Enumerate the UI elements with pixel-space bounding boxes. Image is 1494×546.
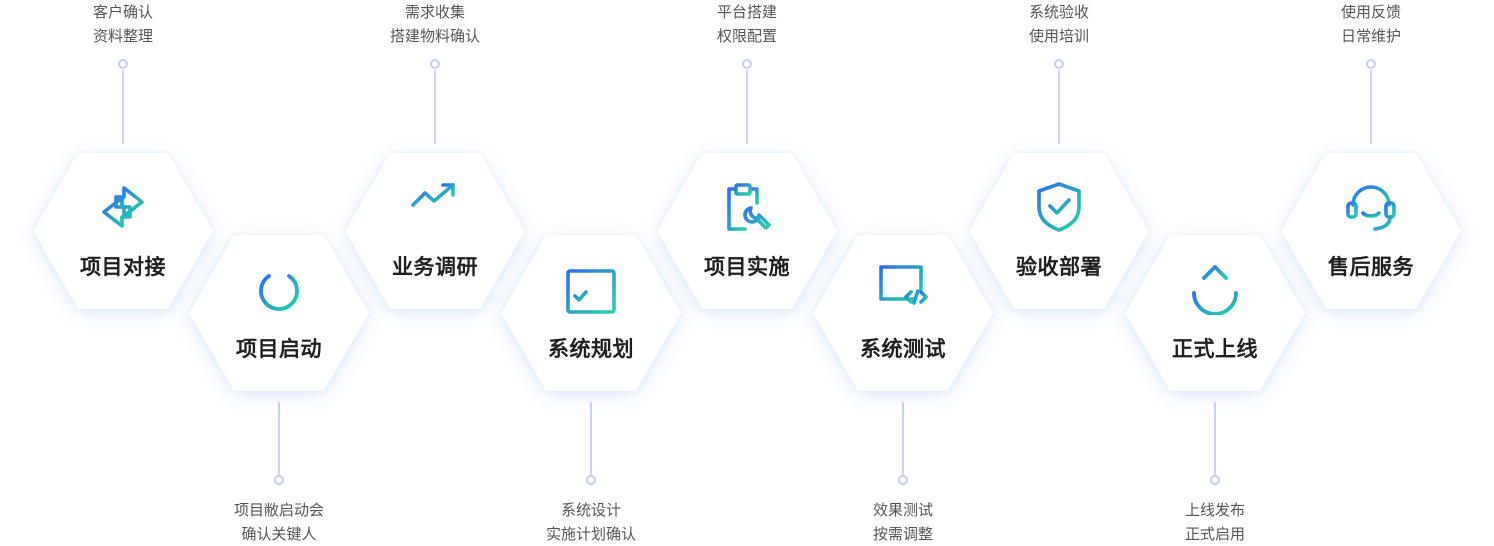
two-way-arrows-icon [97,181,149,233]
step-note: 效果测试 按需调整 [823,498,983,546]
hexagon-background [33,153,213,309]
step-note-line: 资料整理 [92,27,153,45]
connector-dot [586,475,596,485]
connector-dot [430,59,440,69]
step-note: 使用反馈 日常维护 [1291,0,1451,48]
step-note: 上线发布 正式启用 [1135,498,1295,546]
hexagon-background [657,153,837,309]
step-note: 客户确认 资料整理 [43,0,203,48]
step-hexagon: 业务调研 [345,153,525,309]
step-note-line: 系统验收 [1028,3,1089,21]
step-hexagon: 项目启动 [189,235,369,391]
step-hexagon: 售后服务 [1281,153,1461,309]
upload-arrow-icon [1189,263,1241,315]
monitor-code-icon [877,263,929,315]
step-hexagon: 系统测试 [813,235,993,391]
step-note-line: 上线发布 [1184,501,1245,519]
step-note-line: 需求收集 [404,3,465,21]
step-title: 正式上线 [1172,337,1258,361]
step-title: 项目启动 [236,337,322,361]
connector-dot [1210,475,1220,485]
connector-dot [1054,59,1064,69]
hexagon-background [345,153,525,309]
connector-line [434,70,436,144]
step-note-line: 按需调整 [872,525,933,543]
trend-chart-icon [409,181,461,233]
step-note-line: 客户确认 [92,3,153,21]
step-note-line: 使用反馈 [1340,3,1401,21]
headset-icon [1345,181,1397,233]
step-note-line: 日常维护 [1340,27,1401,45]
step-hexagon: 正式上线 [1125,235,1305,391]
connector-dot [742,59,752,69]
calendar-checklist-icon [565,263,617,315]
step-title: 系统规划 [548,337,634,361]
connector-line [122,70,124,144]
step-note-line: 效果测试 [872,501,933,519]
step-title: 系统测试 [860,337,946,361]
step-hexagon: 验收部署 [969,153,1149,309]
step-note-line: 确认关键人 [241,525,317,543]
step-note: 需求收集 搭建物料确认 [355,0,515,48]
connector-dot [898,475,908,485]
step-note: 系统设计 实施计划确认 [511,498,671,546]
step-title: 售后服务 [1328,255,1414,279]
step-note-line: 搭建物料确认 [389,27,480,45]
connector-line [1058,70,1060,144]
connector-line [278,402,280,475]
connector-dot [274,475,284,485]
hexagon-background [1281,153,1461,309]
step-note-line: 实施计划确认 [545,525,636,543]
connector-line [902,402,904,475]
step-note-line: 系统设计 [560,501,621,519]
power-icon [253,263,305,315]
step-title: 业务调研 [392,255,478,279]
step-hexagon: 项目对接 [33,153,213,309]
connector-line [590,402,592,475]
step-note-line: 权限配置 [716,27,777,45]
connector-dot [1366,59,1376,69]
step-note-line: 使用培训 [1028,27,1089,45]
connector-line [1214,402,1216,475]
hexagon-background [813,235,993,391]
step-note: 系统验收 使用培训 [979,0,1139,48]
step-hexagon: 项目实施 [657,153,837,309]
step-title: 项目对接 [80,255,166,279]
step-note-line: 正式启用 [1184,525,1245,543]
connector-dot [118,59,128,69]
step-note: 项目敝启动会 确认关键人 [199,498,359,546]
step-note-line: 项目敝启动会 [233,501,324,519]
step-title: 项目实施 [704,255,790,279]
step-hexagon: 系统规划 [501,235,681,391]
connector-line [1370,70,1372,144]
step-note: 平台搭建 权限配置 [667,0,827,48]
step-title: 验收部署 [1016,255,1102,279]
step-note-line: 平台搭建 [716,3,777,21]
hexagon-background [189,235,369,391]
shield-check-icon [1033,181,1085,233]
clipboard-wrench-icon [721,181,773,233]
connector-line [746,70,748,144]
